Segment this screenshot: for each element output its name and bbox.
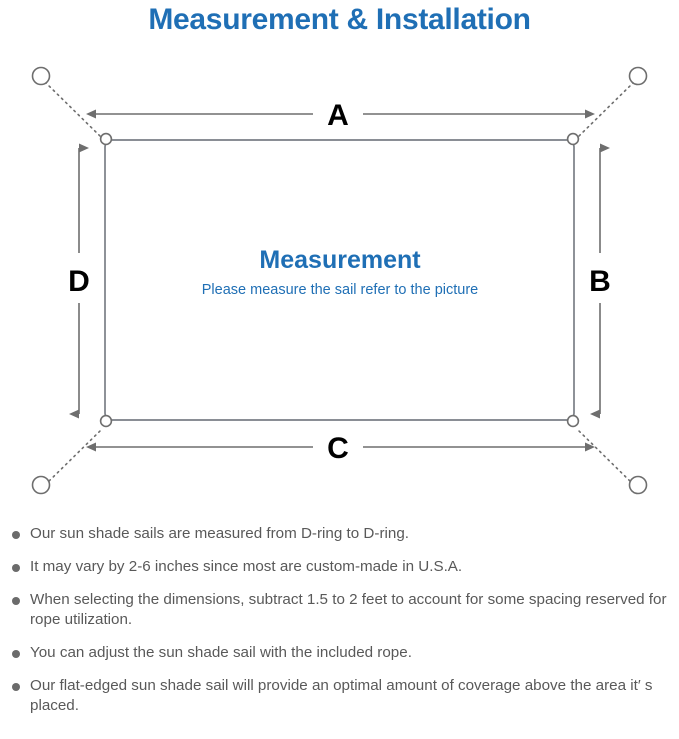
note-text: When selecting the dimensions, subtract … <box>30 591 667 628</box>
d-ring-icon <box>566 132 580 146</box>
dimension-label-d: D <box>68 265 90 298</box>
bullet-icon <box>12 564 20 572</box>
note-text: Our sun shade sails are measured from D-… <box>30 525 409 542</box>
anchor-point-icon <box>31 66 51 86</box>
measurement-diagram: A C D B Measurement Please measure the s… <box>0 48 679 513</box>
d-rings <box>99 132 580 428</box>
d-ring-icon <box>99 414 113 428</box>
bullet-icon <box>12 597 20 605</box>
d-ring-icon <box>566 414 580 428</box>
list-item: You can adjust the sun shade sail with t… <box>0 643 679 663</box>
dotted-rope-line-icon <box>578 430 635 486</box>
notes-list: Our sun shade sails are measured from D-… <box>0 524 679 739</box>
bullet-icon <box>12 650 20 658</box>
diagram-center-heading: Measurement <box>259 246 421 274</box>
anchor-points <box>31 66 648 495</box>
dotted-rope-line-icon <box>44 81 101 137</box>
note-text: You can adjust the sun shade sail with t… <box>30 644 412 661</box>
anchor-point-icon <box>628 475 648 495</box>
page-title: Measurement & Installation <box>148 3 531 36</box>
diagram-center-subheading: Please measure the sail refer to the pic… <box>202 282 478 298</box>
list-item: When selecting the dimensions, subtract … <box>0 590 679 630</box>
dimension-label-b: B <box>589 265 611 298</box>
list-item: Our flat-edged sun shade sail will provi… <box>0 676 679 716</box>
anchor-point-icon <box>628 66 648 86</box>
anchor-point-icon <box>31 475 51 495</box>
dotted-rope-line-icon <box>44 430 101 486</box>
rope-lines <box>44 81 635 486</box>
dimension-label-c: C <box>327 432 349 465</box>
bullet-icon <box>12 683 20 691</box>
dimension-label-a: A <box>327 99 349 132</box>
list-item: Our sun shade sails are measured from D-… <box>0 524 679 544</box>
list-item: It may vary by 2-6 inches since most are… <box>0 557 679 577</box>
bullet-icon <box>12 531 20 539</box>
dotted-rope-line-icon <box>578 81 635 137</box>
sail-shape <box>104 139 575 421</box>
d-ring-icon <box>99 132 113 146</box>
note-text: Our flat-edged sun shade sail will provi… <box>30 677 653 714</box>
note-text: It may vary by 2-6 inches since most are… <box>30 558 463 575</box>
